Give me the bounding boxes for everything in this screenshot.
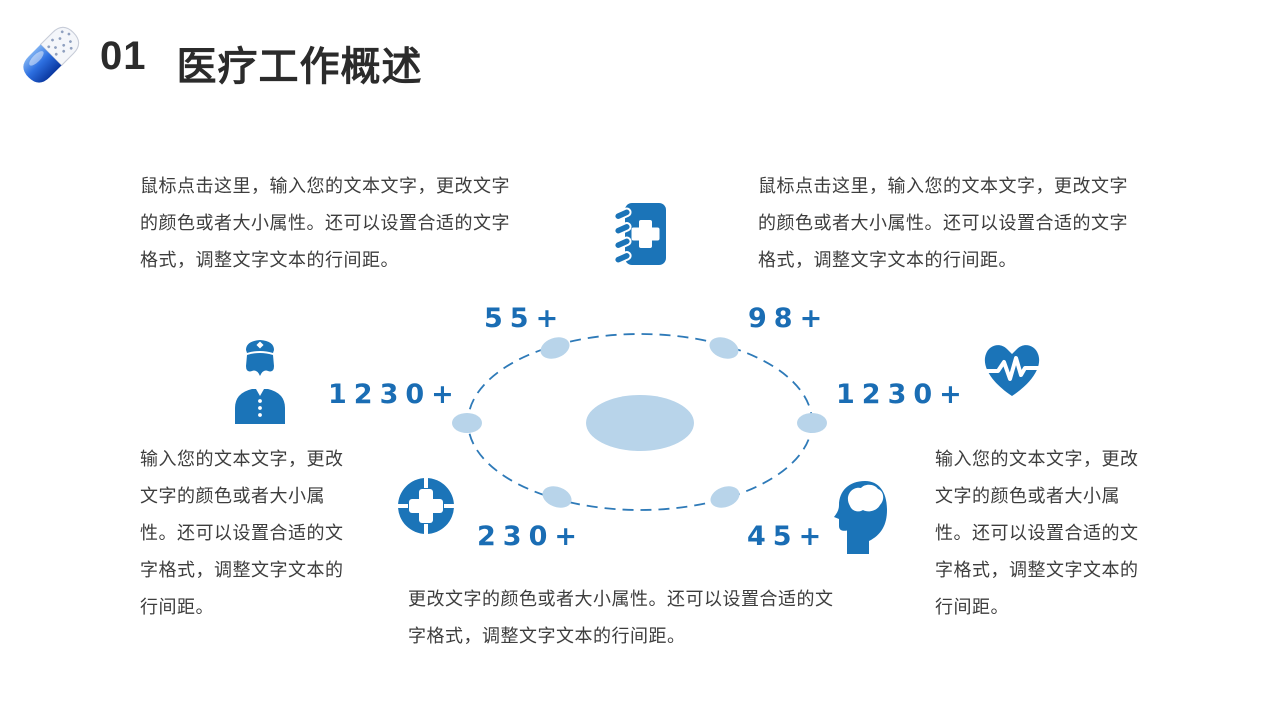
nurse-icon [235,340,285,424]
orbit-node [709,337,739,359]
paragraph-mid-right: 输入您的文本文字，更改 文字的颜色或者大小属 性。还可以设置合适的文 字格式，调… [935,449,1139,617]
section-header: 01 医疗工作概述 [100,34,423,92]
medical-cross-target-icon [396,476,456,536]
orbit-node [797,413,827,433]
orbit-center-ellipse [586,395,694,451]
paragraph-top-left: 鼠标点击这里，输入您的文本文字，更改文字 的颜色或者大小属性。还可以设置合适的文… [140,176,510,270]
heart-pulse-icon [980,345,1044,396]
orbit-node [542,486,572,508]
pill-capsule-icon [23,26,80,83]
orbit-diagram [452,333,827,511]
orbit-node [540,337,570,359]
section-title: 医疗工作概述 [176,45,423,89]
paragraph-bottom-center: 更改文字的颜色或者大小属性。还可以设置合适的文 字格式，调整文字文本的行间距。 [408,589,834,646]
head-brain-icon [834,481,887,554]
orbit-node [710,486,740,508]
stat-upper-left: 55+ [484,303,566,334]
orbit-node [452,413,482,433]
section-number: 01 [100,34,147,78]
paragraph-mid-left: 输入您的文本文字，更改 文字的颜色或者大小属 性。还可以设置合适的文 字格式，调… [140,449,344,617]
paragraph-top-right: 鼠标点击这里，输入您的文本文字，更改文字 的颜色或者大小属性。还可以设置合适的文… [758,176,1128,270]
stat-lower-right: 45+ [747,521,829,552]
stat-left: 1230+ [328,379,461,410]
stat-right: 1230+ [836,379,969,410]
stat-lower-left: 230+ [477,521,584,552]
stat-upper-right: 98+ [748,303,830,334]
medical-notebook-icon [613,203,666,265]
